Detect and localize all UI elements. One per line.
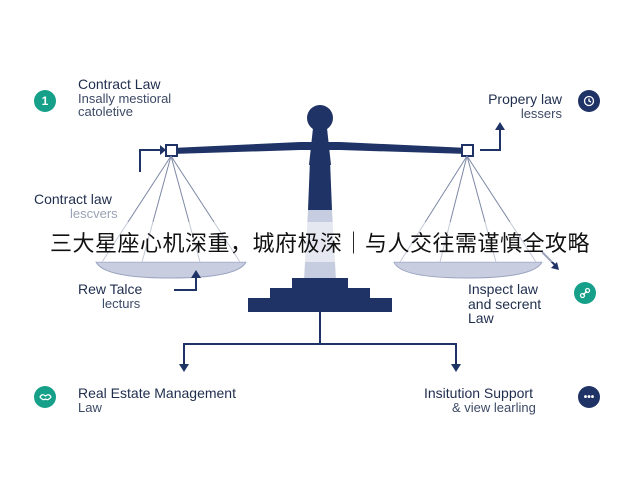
clock-glyph xyxy=(583,95,595,107)
arrow-head-mid-right xyxy=(551,262,559,270)
scale-top-ball xyxy=(307,105,333,131)
scale-base-tier-3 xyxy=(248,298,392,312)
arrow-head-lower-left xyxy=(191,270,201,278)
label-bottom-right-title: Insitution Support xyxy=(424,385,533,401)
label-bottom-left-title: Real Estate Management xyxy=(78,385,236,401)
link-icon xyxy=(574,282,596,304)
label-mid-right: Inspect law and secrent Law xyxy=(468,282,541,326)
scale-pillar-upper xyxy=(308,160,332,210)
label-top-left-sub1: Insally mestioral xyxy=(78,90,172,106)
label-mid-left-title: Contract law xyxy=(34,191,112,207)
right-pivot-square xyxy=(461,144,474,157)
label-mid-left: Contract law lescvers xyxy=(34,192,118,220)
overlay-banner: 三大星座心机深重，城府极深｜与人交往需谨慎全攻略 xyxy=(0,222,640,262)
arrow-top-left xyxy=(139,149,160,172)
label-mid-left-sub: lescvers xyxy=(70,205,118,221)
arrow-head-top-left xyxy=(160,145,166,155)
arrow-head-top-right xyxy=(495,122,505,130)
label-top-left-title: Contract Law xyxy=(78,76,161,92)
label-bottom-left: Real Estate Management Law xyxy=(78,386,236,414)
clock-icon xyxy=(578,90,600,112)
more-dots-icon: ••• xyxy=(578,386,600,408)
scale-base-tier-2 xyxy=(270,288,370,298)
label-top-left-sub2: catoletive xyxy=(78,104,133,120)
scale-base-tier-1 xyxy=(292,278,348,288)
label-mid-right-title: Inspect law xyxy=(468,281,539,297)
label-bottom-right: Insitution Support & view learling xyxy=(424,386,536,414)
left-pan xyxy=(95,261,247,279)
arrow-head-branch-right xyxy=(451,364,461,372)
badge-number: 1 xyxy=(41,94,49,108)
handshake-glyph xyxy=(38,394,52,401)
label-mid-right-sub2: Law xyxy=(468,310,494,327)
label-mid-right-sub1: and secrent xyxy=(468,295,542,312)
label-top-right-sub: lessers xyxy=(520,105,562,121)
arrow-top-right xyxy=(480,128,501,151)
label-top-right: Propery law lessers xyxy=(468,92,562,120)
link-glyph xyxy=(579,287,591,299)
number-one-icon: 1 xyxy=(34,90,56,112)
scale-neck xyxy=(309,128,331,165)
label-top-left: Contract Law Insally mestioral catoletiv… xyxy=(78,77,171,119)
left-pivot-square xyxy=(165,144,178,157)
label-lower-left: Rew Talce lecturs xyxy=(78,282,142,310)
arrow-lower-left xyxy=(174,276,197,291)
label-bottom-right-sub: & view learling xyxy=(452,399,536,415)
label-lower-left-title: Rew Talce xyxy=(78,281,143,297)
label-lower-left-sub: lecturs xyxy=(102,295,141,311)
badge-dots: ••• xyxy=(583,391,595,403)
label-top-right-title: Propery law xyxy=(488,91,562,107)
handshake-icon xyxy=(34,386,56,408)
branch-line xyxy=(183,343,457,366)
label-bottom-left-sub: Law xyxy=(78,399,102,415)
arrow-heads xyxy=(160,122,559,372)
arrow-head-branch-left xyxy=(179,364,189,372)
right-pan xyxy=(393,261,543,279)
